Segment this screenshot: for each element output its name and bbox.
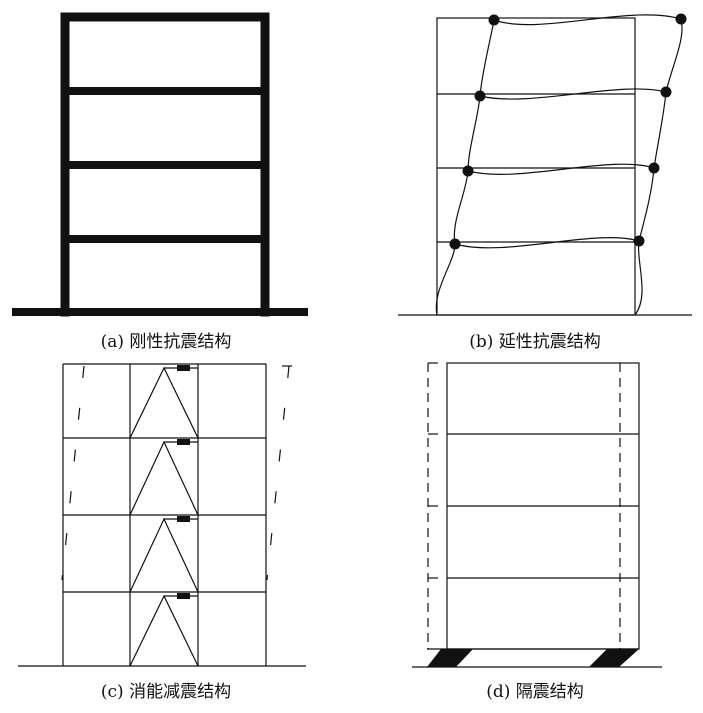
- damper: [177, 516, 190, 522]
- damper: [177, 365, 190, 371]
- plastic-hinge: [648, 162, 660, 174]
- chevron-brace: [129, 517, 199, 593]
- displaced-outline-left-c: [61, 365, 85, 581]
- chevron-brace: [129, 366, 199, 439]
- chevron-brace: [129, 594, 199, 667]
- deformed-beam-3-b: [479, 88, 667, 100]
- plastic-hinge: [675, 13, 687, 25]
- plastic-hinge: [462, 165, 474, 177]
- deformed-beam-1-b: [454, 237, 640, 249]
- caption-a: (a) 刚性抗震结构: [101, 332, 232, 352]
- plastic-hinge: [449, 238, 461, 250]
- deformed-beam-roof-b: [493, 14, 682, 26]
- panel-rigid-frame: [12, 12, 308, 317]
- isolation-bearing: [427, 649, 473, 667]
- plastic-hinge: [488, 14, 500, 26]
- caption-c: (c) 消能减震结构: [101, 682, 231, 702]
- deformed-beam-2-b: [467, 163, 655, 175]
- displaced-outline-right-c: [266, 365, 290, 581]
- caption-d: (d) 隔震结构: [486, 682, 584, 702]
- panel-base-isolated-frame: [412, 362, 662, 668]
- damper: [177, 593, 190, 599]
- panel-energy-dissipation-frame: [18, 363, 306, 667]
- panel-ductile-frame: [398, 13, 692, 316]
- plastic-hinge: [474, 90, 486, 102]
- original-frame-b: [436, 17, 636, 316]
- plastic-hinge: [660, 86, 672, 98]
- isolation-bearing: [589, 649, 639, 667]
- plastic-hinge: [633, 235, 645, 247]
- chevron-brace: [129, 440, 199, 516]
- damper: [177, 439, 190, 445]
- caption-b: (b) 延性抗震结构: [469, 332, 601, 352]
